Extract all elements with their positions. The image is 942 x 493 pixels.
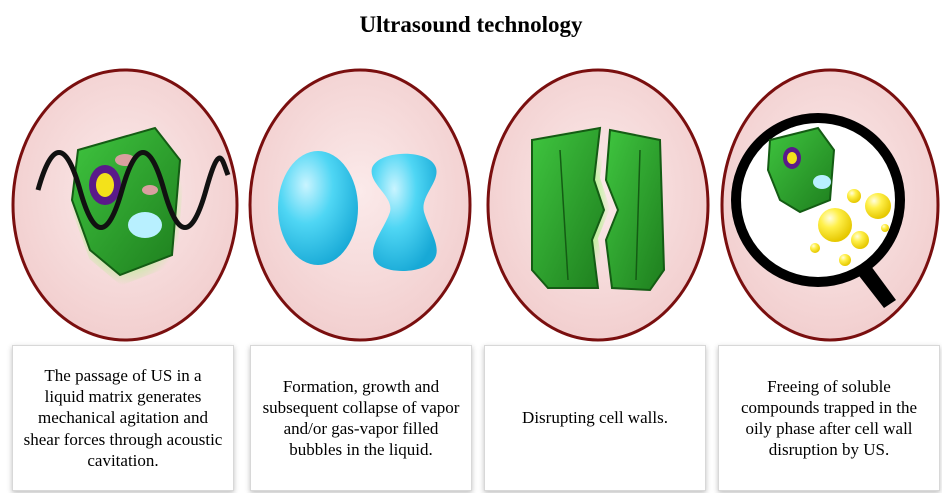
caption-box-4: Freeing of soluble compounds trapped in …: [718, 345, 940, 491]
caption-2-text: Formation, growth and subsequent collaps…: [261, 376, 461, 460]
caption-1-text: The passage of US in a liquid matrix gen…: [23, 365, 223, 470]
panel-1-illustration: [13, 70, 237, 340]
panel-2-illustration: [250, 70, 470, 340]
panel-3-illustration: [488, 70, 708, 340]
caption-3-text: Disrupting cell walls.: [522, 407, 668, 428]
caption-box-1: The passage of US in a liquid matrix gen…: [12, 345, 234, 491]
caption-4-text: Freeing of soluble compounds trapped in …: [729, 376, 929, 460]
caption-box-2: Formation, growth and subsequent collaps…: [250, 345, 472, 491]
caption-box-3: Disrupting cell walls.: [484, 345, 706, 491]
panel-4-illustration: [722, 70, 938, 340]
broken-cell-wall-icon: [532, 125, 664, 290]
bubble-intact: [278, 151, 358, 265]
